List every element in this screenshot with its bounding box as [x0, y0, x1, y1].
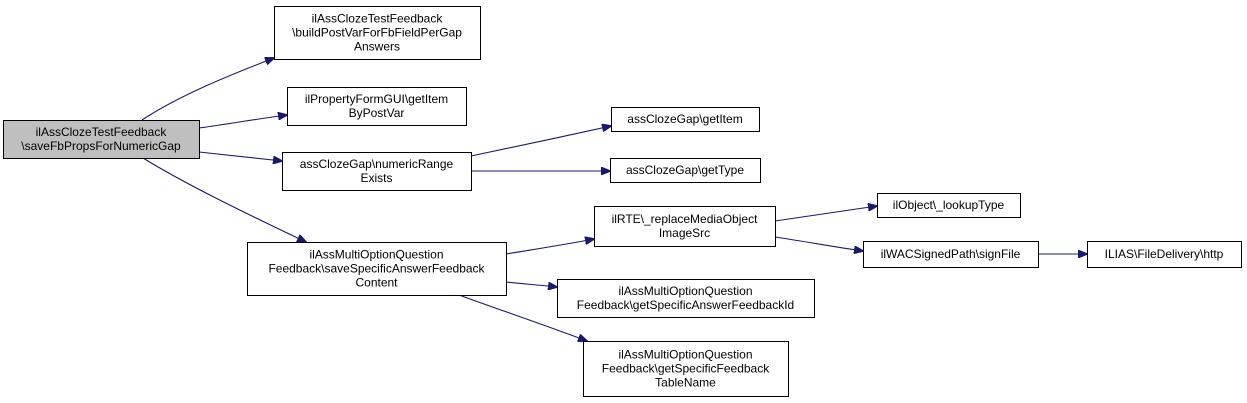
node-label-line: ilAssClozeTestFeedback [36, 125, 168, 139]
node-getid[interactable]: ilAssMultiOptionQuestionFeedback\getSpec… [557, 279, 815, 318]
edge-rte-to-signfile [774, 236, 863, 251]
edge-savespec-to-rte [505, 239, 594, 255]
edge-root-to-numrange [198, 151, 282, 161]
node-box [247, 242, 507, 296]
node-lookup[interactable]: ilObject\_lookupType [877, 193, 1021, 218]
edges-layer [141, 58, 1087, 341]
node-label-line: ImageSrc [659, 226, 710, 240]
edge-rte-to-lookup [774, 206, 877, 222]
node-box [594, 206, 776, 247]
node-root[interactable]: ilAssClozeTestFeedback\saveFbPropsForNum… [3, 120, 200, 159]
node-label-line: ByPostVar [349, 106, 405, 120]
node-label-line: Feedback\getSpecificAnswerFeedbackId [577, 298, 794, 312]
node-savespec[interactable]: ilAssMultiOptionQuestionFeedback\saveSpe… [247, 242, 507, 296]
node-label-line: ilRTE\_replaceMediaObject [612, 212, 759, 226]
node-tablename[interactable]: ilAssMultiOptionQuestionFeedback\getSpec… [583, 341, 789, 397]
node-box [583, 341, 789, 397]
edge-root-to-build [141, 58, 274, 121]
node-box [611, 107, 760, 132]
edge-root-to-savespec [142, 157, 306, 242]
edge-savespec-to-tablename [458, 294, 587, 341]
node-label-line: ilAssMultiOptionQuestion [618, 284, 752, 298]
node-label-line: assClozeGap\getType [626, 163, 744, 177]
node-label-line: TableName [655, 376, 716, 390]
node-label-line: ilPropertyFormGUI\getItem [305, 92, 448, 106]
node-box [877, 193, 1021, 218]
node-label-line: Feedback\saveSpecificAnswerFeedback [268, 262, 485, 276]
node-gap_gettype[interactable]: assClozeGap\getType [610, 158, 761, 183]
node-label-line: ilAssMultiOptionQuestion [618, 348, 752, 362]
node-box [282, 152, 472, 191]
node-build[interactable]: ilAssClozeTestFeedback\buildPostVarForFb… [274, 6, 481, 60]
edge-root-to-getitem_pf [198, 115, 287, 129]
node-http[interactable]: ILIAS\FileDelivery\http [1087, 241, 1242, 268]
node-signfile[interactable]: ilWACSignedPath\signFile [863, 241, 1039, 268]
node-box [863, 241, 1039, 268]
node-box [610, 158, 761, 183]
node-label-line: Answers [354, 40, 400, 54]
node-box [274, 6, 481, 60]
edge-savespec-to-getid [505, 281, 557, 287]
node-label-line: ilAssMultiOptionQuestion [309, 248, 443, 262]
node-box [1087, 241, 1242, 268]
node-box [287, 87, 467, 126]
node-label-line: ilWACSignedPath\signFile [881, 247, 1021, 261]
nodes-layer: ilAssClozeTestFeedback\saveFbPropsForNum… [3, 6, 1242, 397]
node-label-line: Exists [360, 171, 392, 185]
node-label-line: Content [355, 276, 398, 290]
node-label-line: \buildPostVarForFbFieldPerGap [292, 26, 462, 40]
node-box [3, 120, 200, 159]
node-label-line: \saveFbPropsForNumericGap [21, 139, 181, 153]
node-gap_getitem[interactable]: assClozeGap\getItem [611, 107, 760, 132]
node-label-line: assClozeGap\getItem [627, 112, 742, 126]
node-label-line: ilObject\_lookupType [893, 198, 1005, 212]
node-label-line: assClozeGap\numericRange [300, 157, 454, 171]
edge-numrange-to-gap_getitem [470, 126, 611, 157]
node-box [557, 279, 815, 318]
node-label-line: ilAssClozeTestFeedback [312, 12, 444, 26]
node-label-line: Feedback\getSpecificFeedback [602, 362, 770, 376]
node-label-line: ILIAS\FileDelivery\http [1105, 247, 1224, 261]
